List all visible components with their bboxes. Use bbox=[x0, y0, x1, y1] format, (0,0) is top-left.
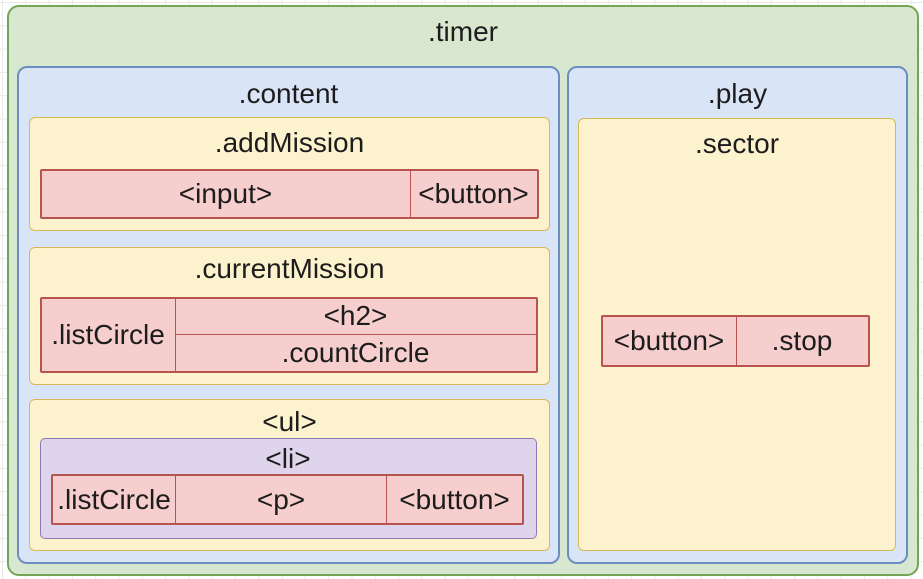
add-button-cell[interactable]: <button> bbox=[409, 170, 537, 217]
ul-box[interactable]: <ul> <li> .listCircle <p> <button> bbox=[29, 399, 550, 551]
content-box[interactable]: .content .addMission <input> <button> .c… bbox=[17, 66, 560, 564]
play-box[interactable]: .play .sector <button> .stop bbox=[567, 66, 908, 564]
sector-box[interactable]: .sector <button> .stop bbox=[578, 118, 896, 551]
timer-label: .timer bbox=[428, 16, 498, 47]
current-list-circle-cell[interactable]: .listCircle bbox=[51, 318, 165, 350]
h2-cell[interactable]: <h2> bbox=[323, 300, 388, 332]
current-mission-label: .currentMission bbox=[194, 253, 385, 284]
add-mission-box[interactable]: .addMission <input> <button> bbox=[29, 117, 550, 231]
sector-row[interactable]: <button> .stop bbox=[600, 314, 870, 367]
li-box[interactable]: <li> .listCircle <p> <button> bbox=[39, 437, 537, 539]
play-label: .play bbox=[707, 78, 768, 109]
current-mission-box[interactable]: .currentMission .listCircle <h2> .countC… bbox=[29, 247, 550, 385]
content-label: .content bbox=[238, 78, 339, 109]
sector-label: .sector bbox=[694, 128, 780, 159]
ul-label: <ul> bbox=[262, 406, 317, 437]
stop-cell[interactable]: .stop bbox=[735, 316, 868, 365]
timer-box[interactable]: .timer .content .addMission <input> <but… bbox=[7, 5, 919, 576]
add-mission-label: .addMission bbox=[214, 127, 365, 158]
add-mission-row[interactable]: <input> <button> bbox=[39, 168, 539, 219]
p-cell[interactable]: <p> bbox=[175, 476, 386, 523]
li-row[interactable]: .listCircle <p> <button> bbox=[51, 474, 524, 525]
li-label: <li> bbox=[265, 442, 311, 474]
input-cell[interactable]: <input> bbox=[178, 177, 273, 209]
count-circle-cell[interactable]: .countCircle bbox=[175, 334, 536, 371]
li-list-circle-cell[interactable]: .listCircle bbox=[57, 483, 171, 515]
play-button-cell[interactable]: <button> bbox=[613, 324, 725, 356]
li-button-cell[interactable]: <button> bbox=[386, 476, 522, 523]
current-mission-row[interactable]: .listCircle <h2> .countCircle bbox=[39, 296, 538, 373]
